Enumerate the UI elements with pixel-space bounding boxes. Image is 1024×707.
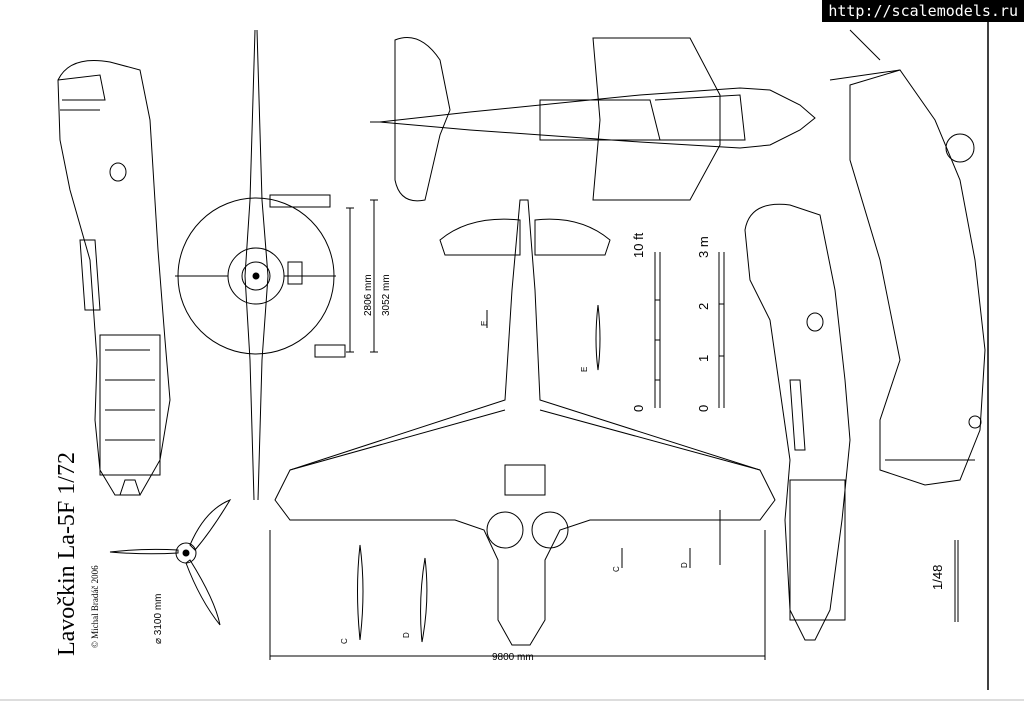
height-dimension-a: 2806 mm	[363, 274, 374, 316]
scale-ft-unit: 10 ft	[631, 232, 646, 258]
height-dimension-b: 3052 mm	[381, 274, 392, 316]
scale-rulers	[654, 252, 725, 408]
front-view	[175, 29, 378, 501]
copyright-text: © Michal Bradáč 2006	[90, 565, 100, 648]
side-view-right	[744, 203, 851, 641]
scale-ft-zero: 0	[631, 404, 646, 412]
section-label-e1: E	[480, 320, 489, 326]
top-view-fuselage	[370, 37, 816, 202]
side-view-left	[57, 60, 171, 496]
drawing-title: Lavočkin La-5F 1/72	[54, 452, 80, 656]
section-label-c1: C	[612, 566, 621, 572]
plan-view-wings	[269, 199, 776, 660]
section-label-e2: E	[580, 366, 589, 372]
section-label-d1: D	[680, 562, 689, 568]
scale-m-1: 1	[696, 354, 711, 362]
propeller-view	[109, 498, 232, 626]
scale-m-unit: 3 m	[696, 236, 711, 258]
section-label-d2: D	[402, 632, 411, 638]
angled-view	[829, 29, 986, 486]
scale-m-2: 2	[696, 302, 711, 310]
wingspan-label: 9800 mm	[492, 652, 534, 663]
scale-small-label: 1/48	[930, 564, 945, 590]
section-label-c2: C	[340, 638, 349, 644]
airfoil-sections	[357, 304, 959, 643]
prop-diameter-label: ⌀ 3100 mm	[153, 593, 164, 644]
watermark[interactable]: http://scalemodels.ru	[822, 0, 1024, 22]
scale-m-0: 0	[696, 404, 711, 412]
